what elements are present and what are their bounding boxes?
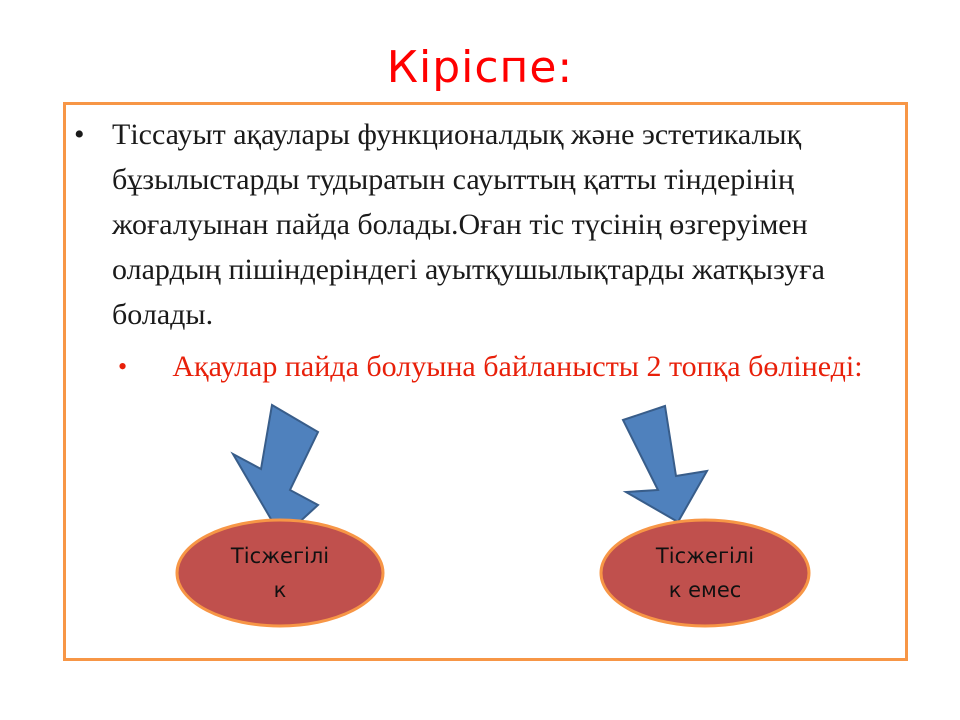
- content-frame: [63, 102, 908, 661]
- arrow-down-left-icon: [621, 404, 709, 524]
- category-label-right: Тісжегілі к емес: [615, 539, 795, 607]
- category-oval-right: [599, 518, 811, 628]
- bullet-item-2: • Ақаулар пайда болуына байланысты 2 топ…: [118, 346, 903, 388]
- category-left-line1: Тісжегілі: [230, 544, 330, 568]
- category-oval-left: [175, 518, 385, 628]
- slide-title: Кіріспе:: [386, 42, 574, 93]
- category-left-line2: к: [273, 578, 287, 602]
- arrow-down-right-icon: [230, 403, 320, 540]
- category-right-line1: Тісжегілі: [655, 544, 755, 568]
- bullet-1-text: Тіссауыт ақаулары функционалдық және эст…: [112, 118, 825, 331]
- bullet-2-text: Ақаулар пайда болуына байланысты 2 топқа…: [172, 350, 863, 383]
- bullet-dot-icon: •: [118, 352, 128, 381]
- category-label-left: Тісжегілі к: [190, 539, 370, 607]
- category-right-line2: к емес: [668, 578, 742, 602]
- bullet-dot-icon: •: [74, 118, 85, 151]
